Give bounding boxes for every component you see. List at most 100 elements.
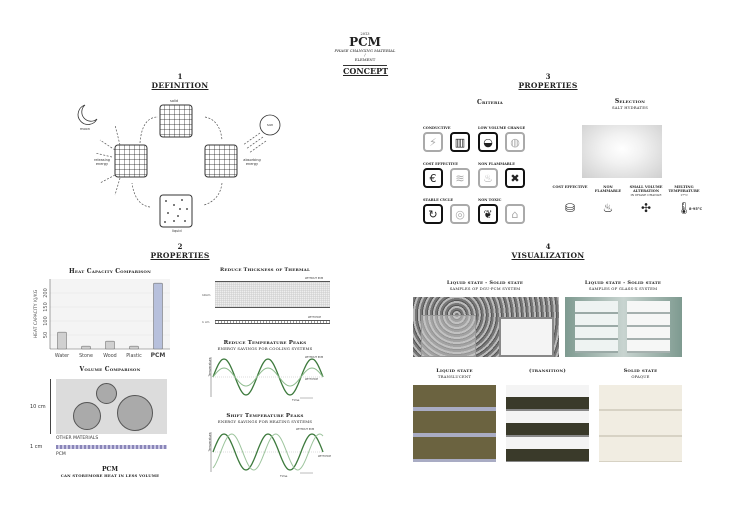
peaks-title: Reduce Temperature Peaks (223, 340, 307, 346)
container-icon: ◒ (478, 132, 498, 152)
material-circle (96, 383, 117, 404)
solid-icon (159, 104, 193, 138)
group-title: Liquid state - Solid state (584, 280, 662, 286)
selection-item: COST EFFECTIVE (552, 185, 588, 189)
section-title: VISUALIZATION (511, 251, 585, 260)
y-axis-label: HEAT CAPACITY KJ/KG (33, 289, 39, 338)
releasing-label: releasing energy (93, 158, 111, 166)
peaks-without-tag: WITHOUT PCM (305, 356, 324, 359)
section-title: PROPERTIES (518, 81, 578, 90)
coins-icon: ⛁ (564, 201, 576, 215)
euro-icon: € (423, 168, 443, 188)
one-cm-label: 1 cm (30, 444, 43, 450)
x-tick-label: Plastic (126, 353, 142, 359)
x-tick-label: Stone (79, 353, 93, 359)
pcm-caption-title: PCM (102, 466, 118, 473)
criteria-label: CONDUCTIVE (423, 126, 451, 130)
cycle-icon: ↻ (423, 204, 443, 224)
peaks-heading: Reduce Temperature Peaks ENERGY SAVINGS … (200, 340, 330, 351)
liquid-icon (159, 194, 193, 228)
house-icon: ⌂ (505, 204, 525, 224)
selection-title: Selection (614, 98, 646, 105)
title: PCM (349, 35, 381, 49)
moon-icon (77, 104, 98, 125)
with-pcm-layer (215, 320, 330, 324)
section-number: 3 (545, 72, 551, 81)
material-circle (117, 395, 153, 431)
sun-icon (259, 114, 281, 136)
ten-cm-tick: 10cm (202, 293, 211, 297)
glass-x-panel (575, 301, 618, 353)
properties2-heading: 2 PROPERTIES (140, 242, 220, 260)
shift-with-tag: WITH PCM (318, 455, 331, 458)
dgu-heading: Liquid state - Solid state SAMPLES OF DG… (430, 280, 540, 291)
section-number: 1 (177, 72, 183, 81)
flame-icon: ♨ (478, 168, 498, 188)
without-pcm-tag: WITHOUT PCM (305, 277, 324, 280)
year: 2013 (360, 32, 370, 36)
selection-label: COST EFFECTIVE (552, 185, 588, 189)
peaks-with-tag: WITH PCM (305, 378, 318, 381)
criteria-title: Criteria (477, 99, 503, 106)
selection-label: MELTING TEMPERATURE (668, 185, 700, 193)
criteria-label: STABLE CYCLE (423, 198, 454, 202)
pcm-label: PCM (56, 452, 66, 457)
criteria-label: NON TOXIC (478, 198, 502, 202)
state-heading: (transition) (506, 368, 589, 374)
criteria-label: NON FLAMMABLE (478, 162, 515, 166)
with-pcm-tag: WITH PCM (308, 316, 321, 319)
element: ELEMENT (354, 57, 376, 62)
section-title: DEFINITION (151, 81, 209, 90)
group-sub: SAMPLES OF DGU-PCM SYSTEM (449, 286, 521, 291)
y-tick-label: 200 (43, 288, 49, 298)
sphere-icon: ◍ (505, 132, 525, 152)
wall-icon: ▥ (450, 132, 470, 152)
ten-cm-bracket (50, 379, 51, 434)
dgu-pcm-photo (413, 297, 559, 357)
absorbing-energy-icon (204, 144, 238, 178)
section-title: PROPERTIES (150, 251, 210, 260)
glass-x-panel (627, 301, 670, 353)
peaks-x-label: Time (292, 398, 300, 402)
header: 2013 PCM PHASE CHANGING MATERIAL / ELEME… (315, 32, 415, 76)
glassx-heading: Liquid state - Solid state SAMPLES OF GL… (568, 280, 678, 291)
salt-hydrates-photo (582, 125, 662, 178)
selection-label: NON FLAMMABLE (594, 185, 622, 193)
pcm-layer (56, 445, 167, 449)
state-photo (506, 385, 589, 462)
state-title: (transition) (529, 368, 566, 374)
selection-sub: IN PHASE CHANGE (630, 193, 662, 197)
properties3-heading: 3 PROPERTIES (508, 72, 588, 90)
state-sub: TRANSLUCENT (437, 374, 472, 379)
leaf-icon: ❦ (478, 204, 498, 224)
selection-heading: Selection SALT HYDRATES (590, 98, 670, 110)
thermometer-icon: 🌡 (676, 201, 692, 215)
liquid-sample (421, 315, 476, 357)
selection-sub: SALT HYDRATES (611, 105, 649, 110)
no-flame-icon: ♨ (602, 201, 614, 215)
one-cm-tick: 1 cm (202, 320, 210, 324)
bar-pcm (153, 282, 163, 350)
glass-x-photo (565, 297, 682, 357)
concept-heading: CONCEPT (343, 65, 389, 76)
solid-label: solid (170, 99, 179, 103)
moon-label: moon (80, 127, 90, 131)
shift-without-tag: WITHOUT PCM (296, 428, 315, 431)
state-title: Solid state (623, 368, 658, 374)
group-title: Liquid state - Solid state (446, 280, 524, 286)
with-pcm-curve (212, 433, 324, 471)
with-pcm-curve (212, 367, 324, 387)
bar-wood (105, 340, 115, 350)
arrows-icon: ✣ (640, 201, 652, 215)
without-pcm-layer (215, 281, 330, 308)
criteria-label: LOW VOLUME CHANGE (478, 126, 526, 130)
criteria-label: COST EFFECTIVE (423, 162, 458, 166)
x-tick-label: PCM (151, 352, 166, 359)
without-pcm-curve (212, 358, 324, 396)
group-sub: SAMPLES OF GLASS-X SYSTEM (588, 286, 658, 291)
shift-peaks-graph (210, 432, 324, 474)
definition-heading: 1 DEFINITION (140, 72, 220, 90)
y-tick-label: 100 (43, 316, 49, 326)
